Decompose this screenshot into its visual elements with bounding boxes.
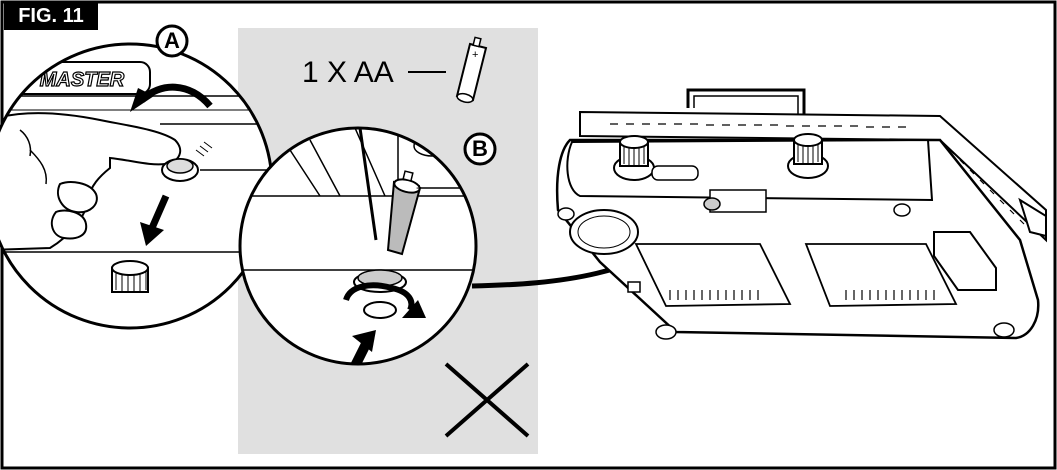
detail-a: MASTER — [0, 42, 274, 330]
battery-icon: + — [386, 170, 423, 256]
griddle-knob-left-icon — [613, 135, 655, 181]
griddle-knob-right-icon — [787, 133, 829, 179]
knob-icon — [111, 260, 149, 293]
callout-a — [155, 24, 189, 58]
hand-icon — [0, 112, 182, 252]
vent-panel-right — [804, 243, 958, 307]
rotate-cw-arrow-icon — [343, 282, 415, 312]
down-arrow-icon — [148, 194, 170, 230]
cross-mark-icon — [444, 362, 530, 438]
svg-text:+: + — [472, 49, 478, 61]
logo-text: MASTER — [40, 69, 125, 91]
logo-plate: MASTER — [13, 61, 151, 95]
svg-text:+: + — [416, 181, 423, 195]
detail-b-circle — [238, 126, 478, 366]
battery-cap-icon — [161, 141, 213, 182]
callout-b — [463, 132, 497, 166]
battery-quantity-label: 1 X AA — [302, 56, 394, 89]
callout-b-label: B — [472, 136, 488, 161]
griddle-logo-icon — [651, 165, 699, 181]
griddle-icon — [555, 88, 1047, 340]
griddle-igniter-icon — [703, 189, 767, 213]
vent-panel-left — [634, 243, 792, 307]
griddle-disc-icon — [569, 209, 639, 255]
detail-b: + — [238, 126, 478, 366]
figure-label: FIG. 11 — [4, 2, 98, 30]
callout-a-label: A — [164, 28, 180, 53]
battery-label-icon: + — [455, 36, 488, 104]
